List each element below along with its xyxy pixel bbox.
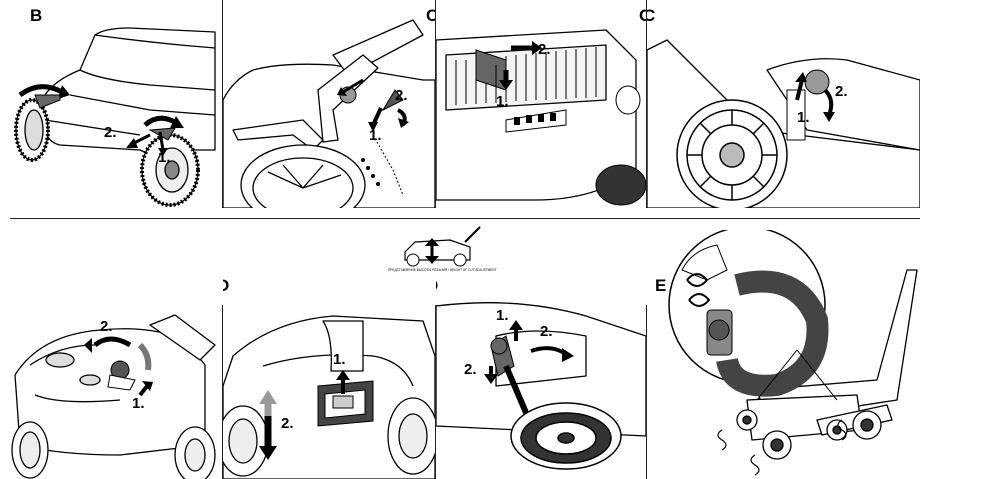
step-2-label: 2.: [281, 415, 294, 432]
step-1-label: 1.: [797, 109, 810, 126]
panel-c-slider: C 2. 1.: [436, 0, 646, 208]
step-2-label-b: 2.: [464, 361, 477, 378]
lever-illustration: 2. 1.: [223, 19, 435, 208]
step-2-label: 2.: [540, 323, 553, 340]
knob-illustration: 2. 1.: [11, 314, 216, 479]
mower-front-illustration: 2. 1.: [14, 27, 216, 207]
height-adjust-icon: ПРЕДСТАВЛЕНИЕ ВЫСОТЫ РЕЗАНИЯ / HEIGHT OF…: [380, 222, 520, 274]
panel-c-lever: C 2. 1.: [223, 0, 435, 208]
panel-letter: C: [426, 6, 435, 25]
step-1-label: 1.: [496, 93, 509, 110]
wheel-spring-illustration: [668, 230, 918, 476]
step-2-label: 2.: [395, 87, 408, 104]
mower-height-symbol: ПРЕДСТАВЛЕНИЕ ВЫСОТЫ РЕЗАНИЯ / HEIGHT OF…: [388, 226, 497, 272]
panel-letter: C: [647, 6, 656, 25]
divider-horizontal: [10, 218, 920, 219]
panel-letter: D: [223, 276, 230, 295]
height-lever-illustration: 1. 2.: [223, 315, 435, 479]
step-2-label: 2.: [538, 41, 551, 58]
panel-letter: C: [639, 6, 646, 25]
step-1-label: 1.: [496, 307, 509, 324]
icon-caption: ПРЕДСТАВЛЕНИЕ ВЫСОТЫ РЕЗАНИЯ / HEIGHT OF…: [388, 268, 497, 272]
panel-d-height-lever: D 1. 2.: [223, 276, 435, 479]
step-1-label: 1.: [132, 395, 145, 412]
panel-e-wheel-spring: E: [647, 230, 920, 479]
step-2-label: 2.: [100, 318, 113, 335]
panel-b-front-wheels: B 2. 1.: [0, 0, 222, 208]
step-1-label: 1.: [158, 149, 171, 166]
step-1-label: 1.: [369, 127, 382, 144]
step-1-label: 1.: [333, 351, 346, 368]
divider-bottom-3: [646, 305, 647, 479]
wheel-illustration: 2. 1.: [647, 39, 920, 208]
panel-letter: D: [436, 276, 438, 296]
rear-wheel-illustration: 1. 2. 2.: [436, 302, 646, 470]
panel-letter: B: [30, 6, 43, 25]
panel-c-wheel: C 2. 1.: [647, 0, 920, 208]
step-2-label: 2.: [104, 124, 117, 141]
panel-letter: E: [655, 276, 667, 295]
panel-d-handle-knob: 2. 1.: [0, 305, 222, 479]
slider-illustration: 2. 1.: [436, 29, 646, 206]
panel-d-rear-wheel: D 1. 2. 2.: [436, 276, 646, 479]
step-2-label: 2.: [835, 83, 848, 100]
rotate-arrow-left: [18, 84, 64, 98]
